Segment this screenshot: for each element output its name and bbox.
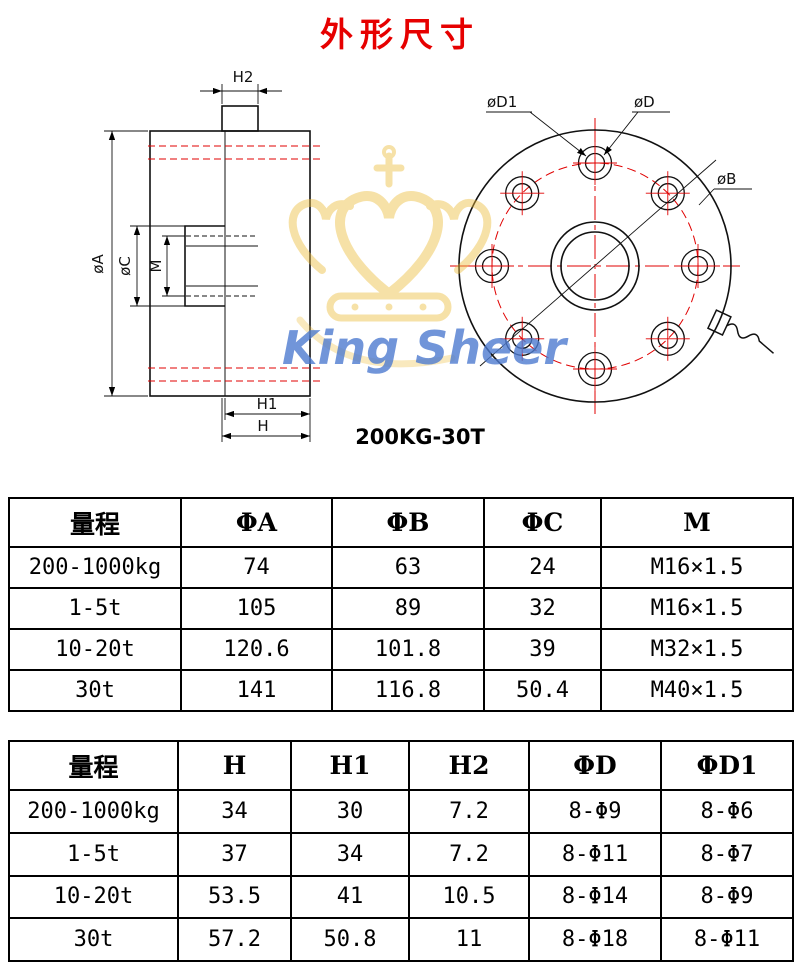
table-cell: 30t [8, 669, 182, 712]
table-cell: 7.2 [408, 789, 530, 834]
table-cell: 30 [290, 789, 410, 834]
table2-header: H1 [290, 740, 410, 791]
table-cell: 7.2 [408, 831, 530, 877]
table2-header: H [177, 740, 292, 791]
side-view-outline [149, 105, 311, 397]
side-view-dimensions [104, 84, 311, 442]
watermark-brand-text: King Sheer [282, 321, 569, 375]
table2-header-row: 量程 H H1 H2 ΦD ΦD1 [8, 740, 794, 791]
dim-label-phiA: øA [89, 254, 107, 274]
table-cell: 50.8 [290, 917, 410, 962]
front-view-outline [458, 129, 732, 403]
dim-label-h1: H1 [257, 395, 278, 413]
table1-row: 10-20t 120.6 101.8 39 M32×1.5 [8, 628, 794, 671]
table2-header: ΦD1 [660, 740, 794, 791]
table-cell: 200-1000kg [8, 789, 179, 834]
table-cell: 8-Φ9 [528, 789, 662, 834]
table1-header: ΦC [483, 497, 602, 548]
page-title: 外形尺寸 [320, 15, 480, 54]
dim-label-m: M [147, 260, 165, 273]
table-cell: 63 [331, 546, 485, 589]
table-cell: 120.6 [180, 628, 333, 671]
table-cell: 1-5t [8, 587, 182, 630]
table-cell: 53.5 [177, 874, 292, 920]
table1-header: 量程 [8, 497, 182, 548]
table-cell: M32×1.5 [600, 628, 794, 671]
dim-label-phiB: øB [717, 170, 736, 188]
table2-row: 200-1000kg 34 30 7.2 8-Φ9 8-Φ6 [8, 789, 794, 834]
table-cell: 74 [180, 546, 333, 589]
table-cell: 8-Φ9 [660, 874, 794, 920]
table1-header-row: 量程 ΦA ΦB ΦC M [8, 497, 794, 548]
table1-row: 200-1000kg 74 63 24 M16×1.5 [8, 546, 794, 589]
table-cell: 8-Φ18 [528, 917, 662, 962]
table-cell: 116.8 [331, 669, 485, 712]
table-cell: 32 [483, 587, 602, 630]
table-cell: 1-5t [8, 831, 179, 877]
table2-row: 10-20t 53.5 41 10.5 8-Φ14 8-Φ9 [8, 874, 794, 920]
table-cell: 34 [177, 789, 292, 834]
front-view-labels: øD1 øD øB [487, 93, 736, 188]
table-cell: 24 [483, 546, 602, 589]
dim-label-phiD1: øD1 [487, 93, 517, 111]
table-cell: M40×1.5 [600, 669, 794, 712]
table2-header: ΦD [528, 740, 662, 791]
table-cell: 10-20t [8, 874, 179, 920]
technical-drawing: øA øC M H2 H1 H [0, 58, 800, 493]
table-cell: 41 [290, 874, 410, 920]
side-view-hole-centerlines [148, 145, 322, 382]
table-cell: 37 [177, 831, 292, 877]
table-cell: 8-Φ6 [660, 789, 794, 834]
table2-header: H2 [408, 740, 530, 791]
table2-header: 量程 [8, 740, 179, 791]
table-cell: M16×1.5 [600, 587, 794, 630]
table-cell: M16×1.5 [600, 546, 794, 589]
dimension-table-2: 量程 H H1 H2 ΦD ΦD1 200-1000kg 34 30 7.2 8… [8, 740, 794, 962]
table-cell: 8-Φ11 [528, 831, 662, 877]
table-cell: 141 [180, 669, 333, 712]
table-cell: 89 [331, 587, 485, 630]
dim-label-phiD: øD [634, 93, 655, 111]
dimension-table-1: 量程 ΦA ΦB ΦC M 200-1000kg 74 63 24 M16×1.… [8, 497, 794, 712]
table-cell: 8-Φ14 [528, 874, 662, 920]
table-cell: 30t [8, 917, 179, 962]
table-cell: 101.8 [331, 628, 485, 671]
table-cell: 11 [408, 917, 530, 962]
watermark-crown [288, 145, 492, 368]
table1-header: ΦB [331, 497, 485, 548]
dim-label-phiC: øC [116, 256, 134, 276]
table1-header: ΦA [180, 497, 333, 548]
drawing-svg: øA øC M H2 H1 H [89, 68, 775, 442]
table-cell: 39 [483, 628, 602, 671]
front-view-bolt-crosshairs [470, 141, 720, 391]
table-cell: 50.4 [483, 669, 602, 712]
dim-label-h: H [257, 417, 268, 435]
table-cell: 8-Φ7 [660, 831, 794, 877]
table-cell: 200-1000kg [8, 546, 182, 589]
table-cell: 34 [290, 831, 410, 877]
model-label: 200KG-30T [355, 425, 485, 449]
table2-row: 30t 57.2 50.8 11 8-Φ18 8-Φ11 [8, 917, 794, 962]
cable [706, 309, 775, 354]
table1-row: 1-5t 105 89 32 M16×1.5 [8, 587, 794, 630]
front-view-leaders [479, 111, 752, 367]
table1-row: 30t 141 116.8 50.4 M40×1.5 [8, 669, 794, 712]
table-cell: 57.2 [177, 917, 292, 962]
table1-header: M [600, 497, 794, 548]
table-cell: 10.5 [408, 874, 530, 920]
table2-row: 1-5t 37 34 7.2 8-Φ11 8-Φ7 [8, 831, 794, 877]
table-cell: 8-Φ11 [660, 917, 794, 962]
table-cell: 10-20t [8, 628, 182, 671]
table-cell: 105 [180, 587, 333, 630]
side-view-labels: øA øC M H2 H1 H [89, 68, 277, 435]
dim-label-h2: H2 [233, 68, 254, 86]
